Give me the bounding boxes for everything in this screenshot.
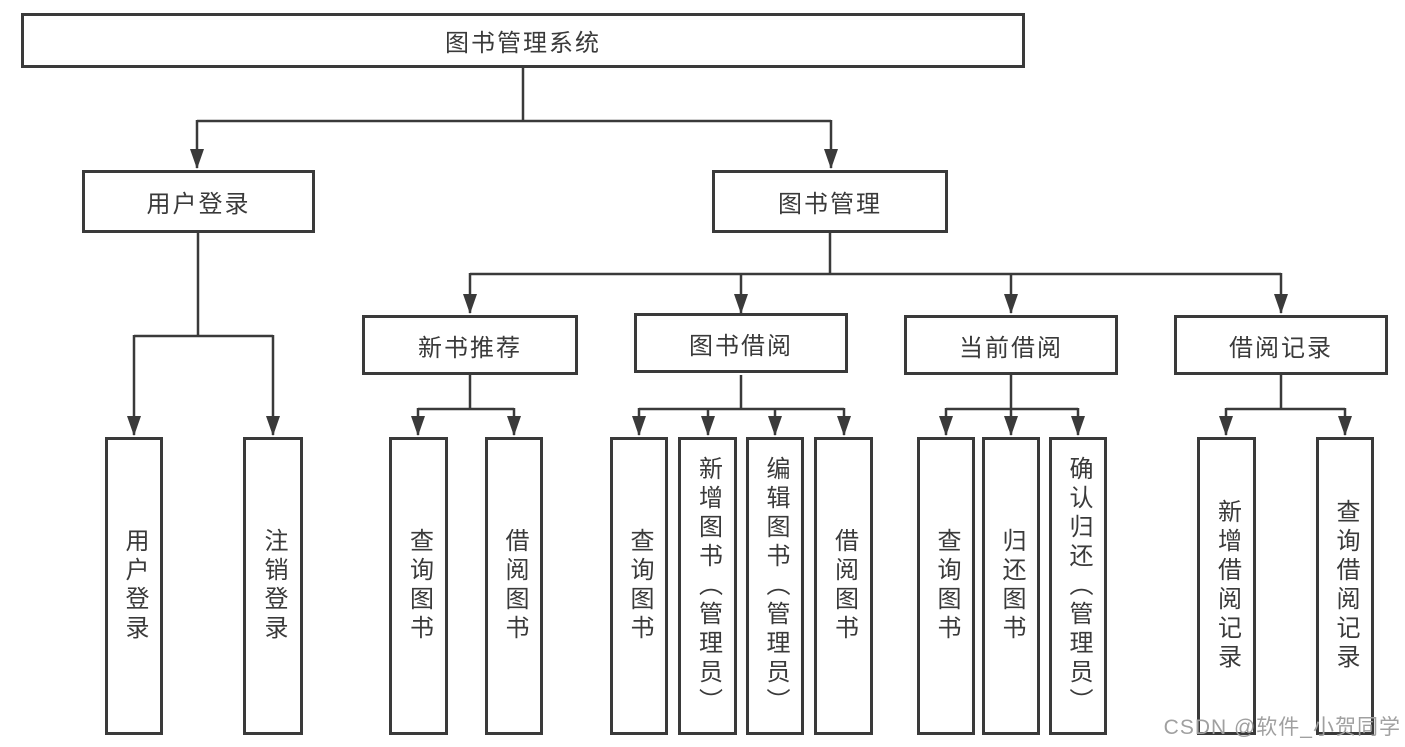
node-root-system: 图书管理系统: [21, 13, 1025, 68]
leaf-label: 确认归还（管理员）: [1065, 455, 1092, 717]
node-user-login-group: 用户登录: [82, 170, 315, 233]
node-borrow-records: 借阅记录: [1174, 315, 1388, 375]
leaf-edit-books-admin: 编辑图书（管理员）: [746, 437, 804, 735]
leaf-borrow-books-recommend: 借阅图书: [485, 437, 543, 735]
leaf-return-books: 归还图书: [982, 437, 1040, 735]
node-new-book-recommend: 新书推荐: [362, 315, 578, 375]
leaf-query-books-recommend: 查询图书: [389, 437, 448, 735]
leaf-query-books-borrow: 查询图书: [610, 437, 668, 735]
leaf-borrow-books: 借阅图书: [814, 437, 873, 735]
node-current-borrow: 当前借阅: [904, 315, 1118, 375]
leaf-label: 查询图书: [626, 528, 653, 644]
leaf-label: 编辑图书（管理员）: [762, 455, 789, 717]
leaf-label: 查询借阅记录: [1332, 499, 1359, 673]
leaf-query-borrow-record: 查询借阅记录: [1316, 437, 1374, 735]
leaf-query-books-current: 查询图书: [917, 437, 975, 735]
leaf-label: 借阅图书: [501, 528, 528, 644]
leaf-label: 归还图书: [998, 528, 1025, 644]
node-book-borrow: 图书借阅: [634, 313, 848, 373]
leaf-label: 注销登录: [260, 528, 287, 644]
leaf-add-borrow-record: 新增借阅记录: [1197, 437, 1256, 735]
leaf-user-login: 用户登录: [105, 437, 163, 735]
leaf-add-books-admin: 新增图书（管理员）: [678, 437, 737, 735]
csdn-watermark: CSDN @软件_小贺同学: [1163, 716, 1401, 739]
leaf-label: 用户登录: [121, 528, 148, 644]
leaf-label: 借阅图书: [830, 528, 858, 644]
leaf-label: 查询图书: [405, 528, 433, 644]
leaf-label: 新增图书（管理员）: [694, 455, 722, 717]
leaf-label: 查询图书: [933, 528, 960, 644]
leaf-confirm-return-admin: 确认归还（管理员）: [1049, 437, 1107, 735]
node-book-management: 图书管理: [712, 170, 948, 233]
leaf-label: 新增借阅记录: [1213, 499, 1241, 673]
leaf-logout: 注销登录: [243, 437, 303, 735]
